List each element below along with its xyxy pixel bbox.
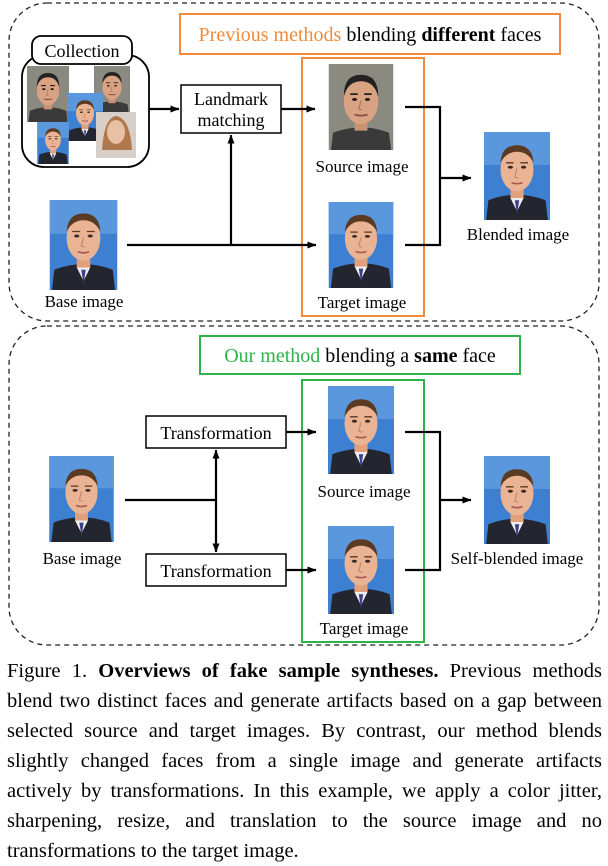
bottom-base-label: Base image (43, 549, 122, 568)
bottom-source-target-group-box (301, 379, 425, 643)
bottom-arrows (125, 428, 472, 574)
blended-label: Blended image (467, 225, 569, 244)
blended-image (482, 132, 552, 220)
top-base-image (48, 200, 119, 290)
bottom-target-image (326, 526, 396, 614)
self-blended-label: Self-blended image (451, 549, 584, 568)
bottom-heading-box (199, 335, 521, 375)
bottom-source-label: Source image (318, 482, 411, 501)
collection-thumbnails (27, 66, 136, 164)
bottom-target-label: Target image (320, 619, 409, 638)
transformation-label-1: Transformation (160, 423, 271, 443)
top-panel-frame (8, 2, 600, 322)
top-heading: Previous methods blending different face… (199, 24, 542, 46)
bottom-base-image (48, 456, 115, 542)
bottom-heading: Our method blending a same face (224, 345, 496, 367)
caption-figure-number: Figure 1. (7, 660, 99, 682)
caption-title: Overviews of fake sample syntheses. (98, 660, 439, 682)
collection-label: Collection (45, 41, 120, 61)
transformation-label-2: Transformation (160, 561, 271, 581)
bottom-panel-frame (8, 325, 600, 646)
bottom-source-image (326, 386, 396, 474)
landmark-label-line1: Landmark (194, 89, 268, 109)
top-arrows (127, 105, 472, 249)
landmark-label-line2: matching (198, 110, 265, 130)
top-source-label: Source image (316, 157, 409, 176)
self-blended-image (482, 456, 552, 544)
top-source-image (327, 64, 395, 150)
transformation-box-2 (145, 553, 287, 587)
source-target-group-box (301, 57, 425, 317)
collection-label-box (31, 35, 133, 65)
top-heading-box (179, 13, 561, 55)
figure-caption: Figure 1. Overviews of fake sample synth… (7, 656, 602, 866)
top-base-label: Base image (45, 292, 124, 311)
caption-body: Previous methods blend two distinct face… (7, 660, 603, 862)
top-target-image (327, 202, 395, 288)
figure-diagram: Previous methods blending different face… (8, 2, 600, 646)
top-target-label: Target image (318, 293, 407, 312)
